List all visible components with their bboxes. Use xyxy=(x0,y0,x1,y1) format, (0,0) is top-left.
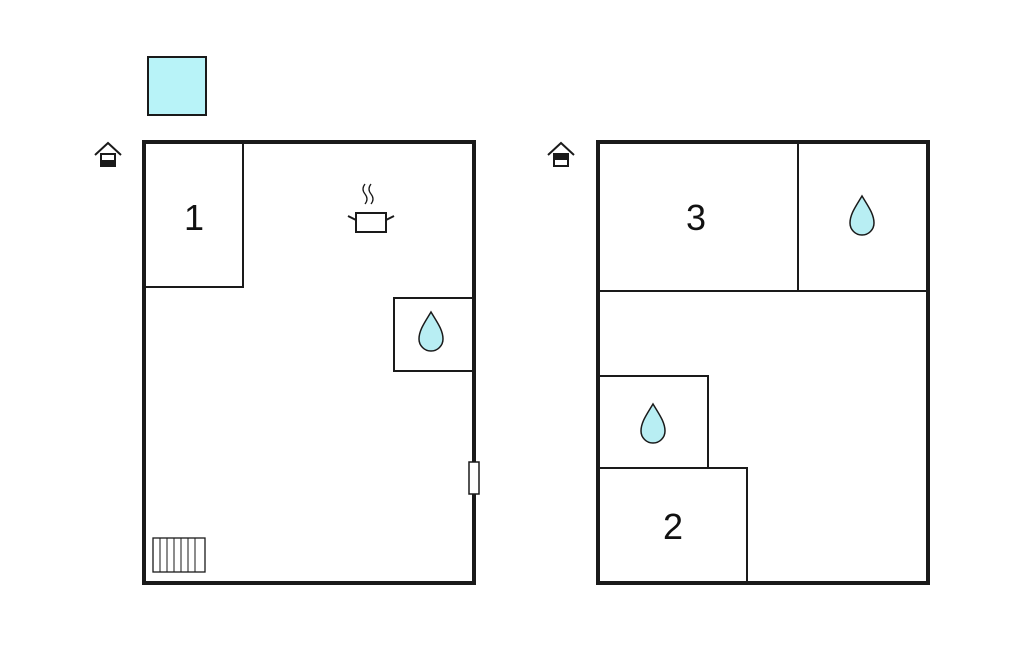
water-drop-icon xyxy=(849,194,875,236)
floor-right: 3 2 xyxy=(547,140,930,585)
room-2-wall xyxy=(598,467,748,583)
water-drop-icon xyxy=(640,402,666,444)
right-lower-bathroom-wall xyxy=(598,375,709,468)
house-entrance-icon xyxy=(547,141,575,167)
water-drop-icon xyxy=(418,310,444,352)
room-2-label: 2 xyxy=(663,506,683,547)
floor-left: 1 xyxy=(94,140,480,585)
room-1-label: 1 xyxy=(184,197,204,238)
house-entrance-icon xyxy=(94,141,122,167)
door-icon xyxy=(468,461,480,495)
left-bathroom-wall xyxy=(393,297,474,372)
left-outer-wall xyxy=(142,140,476,585)
right-outer-wall xyxy=(596,140,930,585)
room-1-wall xyxy=(144,142,244,288)
pool-legend-square xyxy=(147,56,207,116)
room-3-label: 3 xyxy=(686,197,706,238)
stairs-icon xyxy=(152,537,206,573)
kitchen-pot-icon xyxy=(347,183,395,233)
